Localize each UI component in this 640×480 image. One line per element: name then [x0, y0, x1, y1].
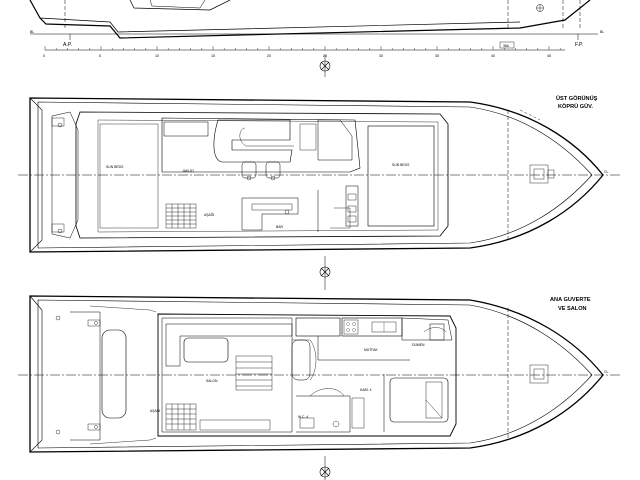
frame-tick-label: 20 [267, 54, 271, 58]
main-cl-label: CL [604, 370, 608, 374]
salon-stair [235, 355, 273, 391]
top-deck-title-line1: ÜST GÖRÜNÜŞ [556, 95, 598, 102]
fp-label: F.P. [575, 42, 583, 48]
bl-right-label: BL [600, 30, 604, 34]
wc-label: W.C. 4 [298, 415, 308, 419]
bl-left-label: BL [30, 30, 34, 34]
kabin-label: KABİ. 4 [360, 387, 372, 392]
sun-beds-right-label: SUN BEDS [392, 163, 410, 167]
salon-aft-stair [165, 403, 197, 431]
top-deck-title-line2: KÖPRÜ GÜV. [558, 103, 593, 110]
jakuzi-label: JAKUZI [182, 169, 194, 173]
frame-tick-label: 30 [379, 54, 383, 58]
frame-tick-label: 5 [99, 54, 101, 58]
main-asagi-label: AŞAĞI [150, 408, 160, 413]
frame-tick-label: 0 [43, 54, 45, 58]
frame-tick-label: 45 [547, 54, 551, 58]
frame-tick-label: 40 [491, 54, 495, 58]
top-deck-stern-symbols [57, 122, 63, 234]
mutfak-label: MUTFAK [364, 348, 378, 352]
frame-marker-label: 38A [503, 44, 510, 48]
ap-label: A.P. [63, 42, 72, 48]
top-stair [165, 203, 197, 229]
frame-tick-label: 35 [435, 54, 439, 58]
top-asagi-label: AŞAĞI [204, 212, 214, 217]
main-deck-title-line2: VE SALON [558, 306, 587, 312]
sun-beds-left-label: SUN BEDS [106, 165, 124, 169]
salon-label: SALON [206, 379, 218, 383]
main-deck-plan: CL [18, 295, 620, 480]
midship-symbol-2 [319, 256, 331, 290]
top-cl-label: CL [604, 170, 608, 174]
frame-tick-label: 15 [211, 54, 215, 58]
frame-tick-label: 10 [155, 54, 159, 58]
top-deck-plan: CL [18, 95, 620, 290]
midship-symbol [319, 55, 331, 77]
dumen-label: DÜMEN [412, 343, 425, 347]
main-deck-stern-symbols [55, 315, 98, 435]
midship-symbol-3 [319, 456, 331, 480]
main-deck-title-line1: ANA GUVERTE [550, 297, 591, 303]
bar-label: BAR [276, 225, 284, 229]
